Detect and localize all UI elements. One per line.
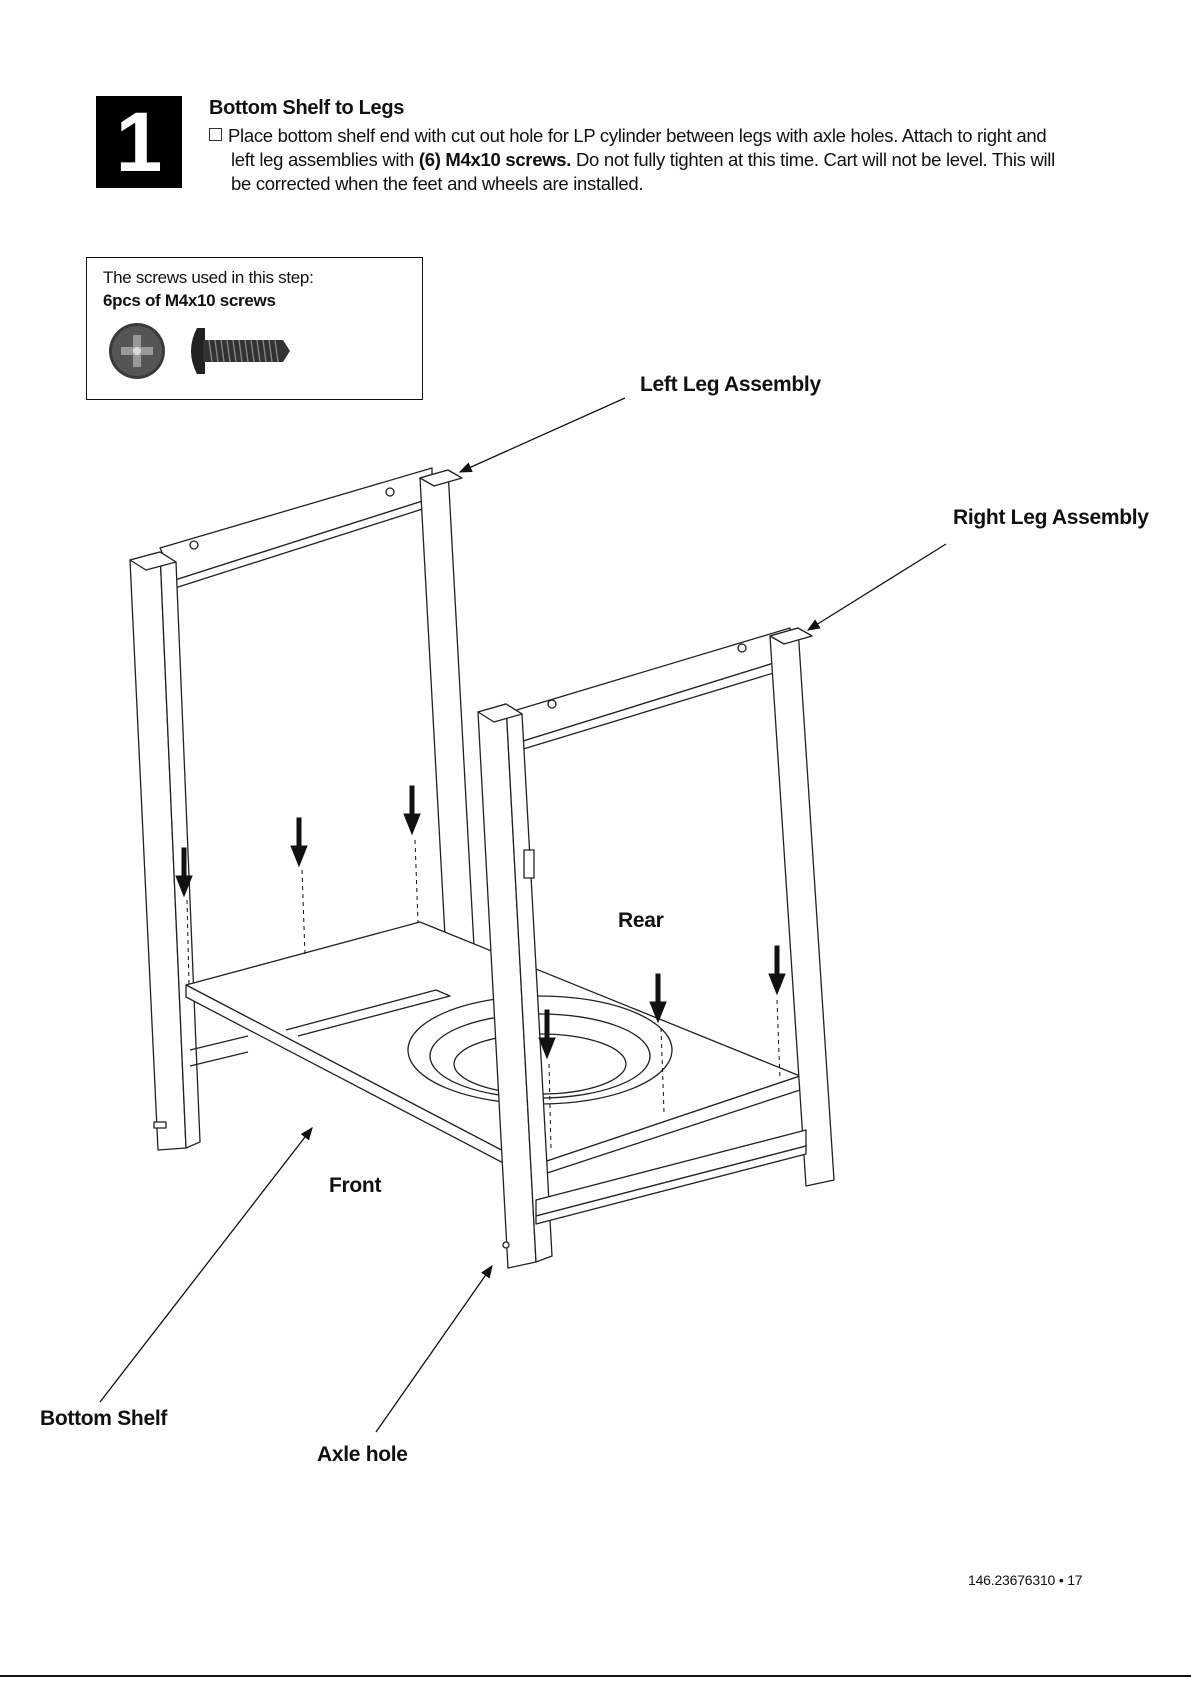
screw-arrow-6 <box>768 945 786 1081</box>
label-bottom-shelf: Bottom Shelf <box>40 1407 168 1430</box>
step-title: Bottom Shelf to Legs <box>209 97 405 119</box>
screw-arrow-5 <box>649 973 667 1113</box>
screw-info-box: The screws used in this step: 6pcs of M4… <box>86 257 423 400</box>
screw-head-icon <box>109 323 165 379</box>
step-instructions: Place bottom shelf end with cut out hole… <box>209 124 1109 196</box>
step-number-badge: 1 <box>96 96 182 188</box>
label-axle-hole: Axle hole <box>317 1443 408 1466</box>
screw-arrow-2 <box>290 817 308 956</box>
screw-side-icon <box>191 328 290 374</box>
screw-arrow-3 <box>403 785 421 923</box>
right-leg-assembly <box>477 627 835 1269</box>
page-number: 146.23676310 • 17 <box>968 1572 1083 1588</box>
instruction-line-1: Place bottom shelf end with cut out hole… <box>228 125 1047 146</box>
screw-arrows <box>175 785 786 1151</box>
leader-bottom-shelf <box>99 1126 313 1403</box>
instruction-line-2c: Do not fully tighten at this time. Cart … <box>571 149 1055 170</box>
label-rear: Rear <box>618 909 664 932</box>
leader-axle-hole <box>375 1264 493 1433</box>
label-left-leg-assembly: Left Leg Assembly <box>640 373 821 396</box>
leader-left-leg <box>458 397 626 473</box>
screw-box-count: 6pcs of M4x10 screws <box>103 291 276 310</box>
screw-box-caption: The screws used in this step: <box>103 268 314 287</box>
instruction-screw-callout: (6) M4x10 screws. <box>418 149 572 170</box>
label-front: Front <box>329 1174 382 1197</box>
screw-arrow-4 <box>538 1009 556 1151</box>
checkbox-icon <box>209 128 222 141</box>
screw-arrow-1 <box>175 847 193 986</box>
screw-icons <box>109 323 290 379</box>
leader-right-leg <box>806 543 947 631</box>
left-leg-assembly <box>129 467 479 1151</box>
instruction-line-3: be corrected when the feet and wheels ar… <box>231 173 644 194</box>
label-right-leg-assembly: Right Leg Assembly <box>953 506 1149 529</box>
instruction-line-2a: left leg assemblies with <box>231 149 419 170</box>
bottom-rule <box>0 1675 1191 1677</box>
